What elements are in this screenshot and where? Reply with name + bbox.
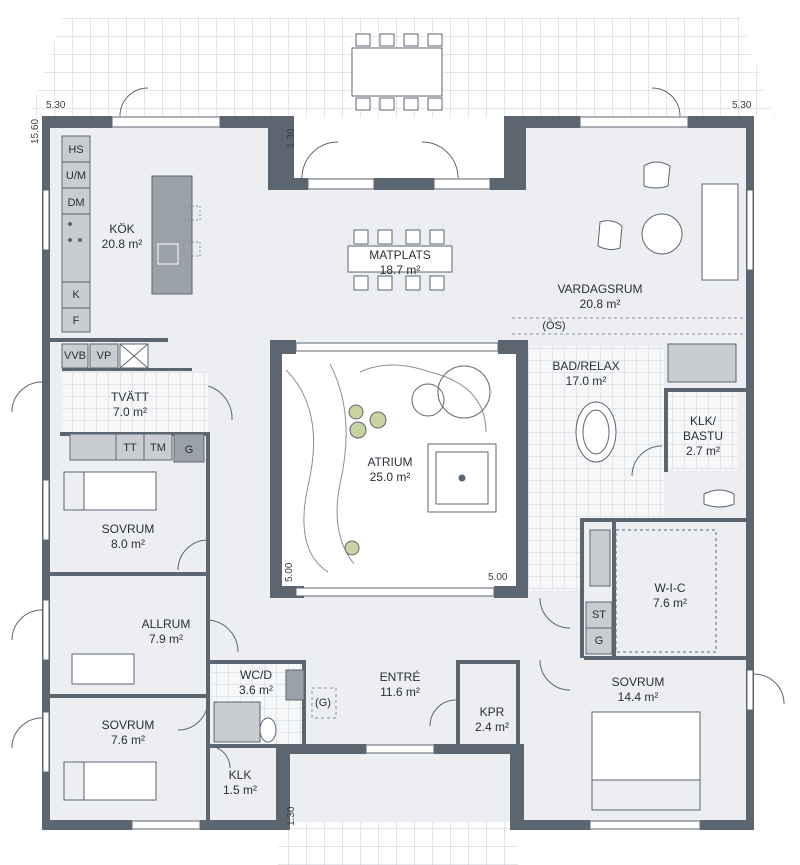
- room-sovrum-2-area: 7.6 m²: [110, 733, 146, 747]
- room-matplats: MATPLATS 18.7 m²: [369, 248, 431, 278]
- room-kok-name: KÖK: [109, 222, 135, 236]
- room-vardagsrum-name: VARDAGSRUM: [557, 282, 643, 296]
- room-klk-bastu: KLK/ BASTU 2.7 m²: [683, 414, 723, 459]
- dim-court-top: 1.30: [286, 128, 297, 148]
- room-klk: KLK 1.5 m²: [223, 768, 257, 798]
- room-sovrum-1: SOVRUM 8.0 m²: [102, 522, 155, 552]
- room-tvatt-name: TVÄTT: [111, 390, 149, 404]
- fixture-vp: VP: [96, 350, 112, 362]
- room-matplats-area: 18.7 m²: [379, 263, 421, 277]
- room-kok: KÖK 20.8 m²: [102, 222, 143, 252]
- sauna-tiles: [668, 390, 738, 470]
- room-sovrum-2: SOVRUM 7.6 m²: [102, 718, 155, 748]
- room-atrium: ATRIUM 25.0 m²: [367, 455, 412, 485]
- living-room-furniture: [597, 161, 739, 281]
- fixture-g-entry: (G): [315, 697, 331, 709]
- laundry-tiles: [62, 372, 208, 432]
- dim-top-right: 5.30: [732, 100, 752, 111]
- room-atrium-area: 25.0 m²: [369, 470, 411, 484]
- room-sovrum-2-name: SOVRUM: [101, 718, 155, 732]
- room-allrum-area: 7.9 m²: [148, 632, 183, 646]
- room-wcd: WC/D 3.6 m²: [239, 668, 273, 698]
- doors: [11, 87, 785, 769]
- fixture-k: K: [72, 289, 80, 301]
- room-klk-bastu-area: 2.7 m²: [685, 444, 721, 458]
- room-klk-bastu-name2: BASTU: [682, 429, 724, 443]
- entry-details: [311, 317, 744, 719]
- atrium-walls: [270, 340, 528, 598]
- fixture-vvb: VVB: [63, 350, 86, 362]
- kitchen-counters: [61, 135, 201, 333]
- fixture-um: U/M: [65, 170, 87, 182]
- room-wcd-area: 3.6 m²: [238, 683, 274, 697]
- dim-left-height: 15.60: [30, 118, 41, 144]
- room-entre-area: 11.6 m²: [380, 685, 420, 699]
- room-tvatt-area: 7.0 m²: [112, 405, 147, 419]
- fixture-os: (ÖS): [542, 320, 566, 332]
- fixture-g-laundry: G: [184, 444, 194, 456]
- room-matplats-name: MATPLATS: [369, 248, 431, 262]
- room-entre: ENTRÉ 11.6 m²: [380, 670, 421, 700]
- dim-top-left: 5.30: [46, 100, 66, 111]
- room-wic: W-I-C 7.6 m²: [653, 581, 687, 611]
- room-bad-relax-area: 17.0 m²: [565, 374, 607, 388]
- fixture-tm: TM: [150, 442, 166, 454]
- room-entre-name: ENTRÉ: [379, 670, 421, 684]
- room-tvatt: TVÄTT 7.0 m²: [111, 390, 149, 420]
- room-sovrum-1-name: SOVRUM: [101, 522, 155, 536]
- room-klk-name: KLK: [228, 768, 252, 782]
- room-sovrum-1-area: 8.0 m²: [110, 537, 146, 551]
- room-vardagsrum: VARDAGSRUM 20.8 m²: [557, 282, 642, 312]
- storage-units: [585, 529, 717, 655]
- fixture-dm: DM: [67, 197, 85, 209]
- room-bad-relax-name: BAD/RELAX: [552, 359, 620, 373]
- fixture-hs: HS: [68, 144, 84, 156]
- room-wic-area: 7.6 m²: [652, 596, 688, 610]
- fixture-g-storage: G: [594, 635, 604, 647]
- dim-atrium-side: 5.00: [284, 562, 295, 582]
- windows: [42, 116, 754, 830]
- room-atrium-name: ATRIUM: [367, 455, 413, 469]
- room-kpr: KPR 2.4 m²: [475, 705, 509, 735]
- room-sovrum-master-area: 14.4 m²: [617, 690, 659, 704]
- atrium-furnishings: [285, 363, 497, 573]
- room-allrum-name: ALLRUM: [141, 617, 191, 631]
- room-klk-bastu-name1: KLK/: [689, 414, 717, 428]
- outdoor-dining-table: [351, 33, 443, 111]
- fixture-st: ST: [591, 609, 607, 621]
- room-klk-area: 1.5 m²: [222, 783, 258, 797]
- bathroom-fixtures: [213, 343, 737, 743]
- fixture-tt: TT: [123, 442, 137, 454]
- beds: [63, 471, 701, 811]
- dining-table: [347, 229, 453, 291]
- room-kok-area: 20.8 m²: [101, 237, 143, 251]
- bath-lower-tiles: [528, 518, 580, 590]
- room-bad-relax: BAD/RELAX 17.0 m²: [552, 359, 619, 389]
- exterior-walls: [42, 116, 754, 830]
- room-vardagsrum-area: 20.8 m²: [579, 297, 621, 311]
- room-allrum: ALLRUM 7.9 m²: [142, 617, 191, 647]
- laundry-appliances: [61, 343, 205, 463]
- room-sovrum-master-name: SOVRUM: [611, 675, 665, 689]
- room-wcd-name: WC/D: [239, 668, 272, 682]
- room-kpr-area: 2.4 m²: [474, 720, 510, 734]
- dim-court-bottom: 1.30: [286, 806, 297, 826]
- room-sovrum-master: SOVRUM 14.4 m²: [612, 675, 665, 705]
- room-wic-name: W-I-C: [654, 581, 686, 595]
- dim-atrium-bottom: 5.00: [488, 572, 508, 583]
- room-kpr-name: KPR: [479, 705, 505, 719]
- fixture-f: F: [72, 315, 80, 327]
